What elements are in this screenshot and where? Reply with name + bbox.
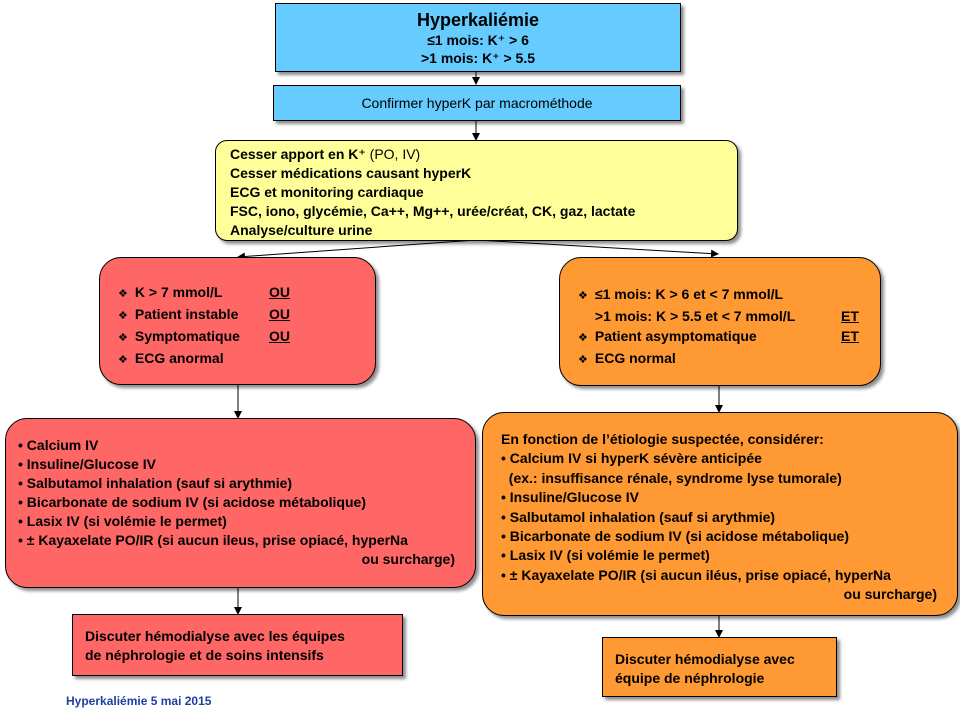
dialysis-left-box: Discuter hémodialyse avec les équipes de… [72,614,403,676]
moderate-criterion-3-connector: ET [841,328,859,344]
severe-criterion-2-text: Patient instable [134,306,239,322]
title-threshold-older: >1 mois: K⁺ > 5.5 [421,50,535,66]
moderate-treatment-intro: En fonction de l’étiologie suspectée, co… [501,431,824,447]
moderate-criterion-2: >1 mois: K > 5.5 et < 7 mmol/L ET [578,306,880,326]
severe-treatment-item-5: • Lasix IV (si volémie le permet) [18,513,227,529]
initial-line-3: ECG et monitoring cardiaque [230,184,424,200]
severe-treatment-continuation: ou surcharge) [361,551,455,567]
severe-treatment-item-3: • Salbutamol inhalation (sauf si arythmi… [18,475,293,491]
severe-treatment-item-2: • Insuline/Glucose IV [18,456,156,472]
diamond-bullet-icon: ❖ [118,310,128,322]
moderate-criterion-2-connector: ET [841,308,859,324]
moderate-treatment-item-3: • Insuline/Glucose IV [501,489,639,506]
severe-treatment-item-1: • Calcium IV [18,437,99,453]
severe-criterion-3-connector: OU [269,328,290,344]
moderate-treatment-box: En fonction de l’étiologie suspectée, co… [482,412,958,616]
moderate-treatment-item-1: • Calcium IV si hyperK sévère anticipée [501,450,762,467]
moderate-criterion-3-text: Patient asymptomatique [594,328,757,344]
initial-line-2: Cesser médications causant hyperK [230,165,472,181]
footer-text: Hyperkaliémie 5 mai 2015 [66,694,212,708]
diamond-bullet-icon: ❖ [118,332,128,344]
severe-criterion-1: ❖ K > 7 mmol/L OU [118,282,375,304]
arrow-initial-to-moderate [475,239,719,258]
severe-criterion-1-connector: OU [269,284,290,300]
severe-criterion-2: ❖ Patient instable OU [118,304,375,326]
initial-line-4: FSC, iono, glycémie, Ca++, Mg++, urée/cr… [230,203,636,219]
initial-measures-box: Cesser apport en K⁺ (PO, IV) Cesser médi… [215,140,738,241]
diamond-bullet-icon: ❖ [578,290,588,302]
dialysis-right-line-2: équipe de néphrologie [615,670,765,686]
severe-treatment-box: • Calcium IV • Insuline/Glucose IV • Sal… [5,418,476,588]
moderate-treatment-item-7: • ± Kayaxelate PO/IR (si aucun iléus, pr… [501,566,891,583]
severe-criterion-2-connector: OU [269,306,290,322]
initial-line-1-suffix: (PO, IV) [365,146,421,162]
diamond-bullet-icon: ❖ [118,288,128,300]
moderate-treatment-item-5: • Bicarbonate de sodium IV (si acidose m… [501,528,849,545]
severe-criterion-3: ❖ Symptomatique OU [118,326,375,348]
severe-criterion-3-text: Symptomatique [134,328,240,344]
confirm-box: Confirmer hyperK par macrométhode [273,85,681,121]
initial-line-1-main: Cesser apport en K⁺ [230,146,366,162]
moderate-criterion-4-text: ECG normal [594,350,676,366]
moderate-criterion-1-text: ≤1 mois: K > 6 et < 7 mmol/L [594,286,784,302]
confirm-text: Confirmer hyperK par macrométhode [361,95,593,111]
dialysis-left-line-2: de néphrologie et de soins intensifs [85,647,324,663]
moderate-criterion-2-text: >1 mois: K > 5.5 et < 7 mmol/L [594,308,796,324]
severe-criterion-1-text: K > 7 mmol/L [134,284,223,300]
dialysis-right-line-1: Discuter hémodialyse avec [615,651,795,667]
severe-criteria-box: ❖ K > 7 mmol/L OU ❖ Patient instable OU … [99,257,376,385]
diamond-bullet-icon: ❖ [578,354,588,366]
dialysis-left-line-1: Discuter hémodialyse avec les équipes [85,628,345,644]
moderate-criterion-1: ❖ ≤1 mois: K > 6 et < 7 mmol/L [578,284,880,306]
diamond-bullet-icon: ❖ [118,354,128,366]
title-box: Hyperkaliémie ≤1 mois: K⁺ > 6 >1 mois: K… [275,3,681,72]
severe-criterion-4: ❖ ECG anormal [118,348,375,370]
dialysis-right-box: Discuter hémodialyse avec équipe de néph… [602,637,837,697]
moderate-treatment-item-4: • Salbutamol inhalation (sauf si arythmi… [501,508,776,525]
title-text: Hyperkaliémie [416,10,540,30]
initial-line-1: Cesser apport en K⁺ (PO, IV) [230,145,737,164]
moderate-criterion-3: ❖ Patient asymptomatique ET [578,326,880,348]
initial-line-5: Analyse/culture urine [230,222,373,238]
arrow-initial-to-severe [237,239,477,261]
moderate-treatment-item-2: (ex.: insuffisance rénale, syndrome lyse… [501,469,842,486]
severe-treatment-item-6: • ± Kayaxelate PO/IR (si aucun ileus, pr… [18,532,408,548]
severe-treatment-item-4: • Bicarbonate de sodium IV (si acidose m… [18,494,366,510]
title-threshold-young: ≤1 mois: K⁺ > 6 [427,32,529,48]
moderate-criterion-4: ❖ ECG normal [578,348,880,370]
moderate-treatment-item-6: • Lasix IV (si volémie le permet) [501,547,710,564]
moderate-treatment-continuation: ou surcharge) [843,586,937,603]
severe-criterion-4-text: ECG anormal [134,350,224,366]
moderate-criteria-box: ❖ ≤1 mois: K > 6 et < 7 mmol/L >1 mois: … [559,257,881,386]
diamond-bullet-icon: ❖ [578,332,588,344]
